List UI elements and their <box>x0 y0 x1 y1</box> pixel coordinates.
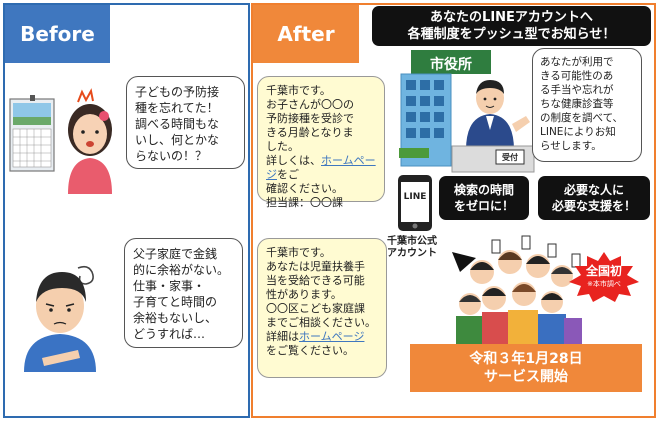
before-bubble-bottom: 父子家庭で金銭 的に余裕がない。 仕事・家事・ 子育てと時間の 余裕もないし、 … <box>124 238 243 348</box>
worried-girl-illustration <box>68 88 112 194</box>
reception-sign: 受付 <box>502 153 518 162</box>
troubled-father-illustration <box>24 265 96 372</box>
before-heading: Before <box>5 5 110 63</box>
message-2-text-end: をご覧ください。 <box>266 344 354 357</box>
line-message-child-allowance: 千葉市です。 あなたは児童扶養手 当を受給できる可能 性があります。 〇〇区こど… <box>257 238 387 378</box>
staff-bubble: あなたが利用で きる可能性のあ る手当や忘れが ちな健康診査等 の制度を調べて、… <box>532 48 642 162</box>
message-1-text-end: をご 確認ください。 担当課：〇〇課 <box>266 168 343 209</box>
homepage-link-2[interactable]: ホームページ <box>299 330 365 343</box>
service-start-label: サービス開始 <box>484 369 568 385</box>
crowd-with-phones-illustration <box>452 235 582 346</box>
headline-line-2: 各種制度をプッシュ型でお知らせ！ <box>407 27 616 42</box>
homepage-link-1[interactable]: ホームページ <box>266 154 376 181</box>
city-staff-illustration <box>451 80 535 173</box>
message-2-text: 千葉市です。 あなたは児童扶養手 当を受給できる可能 性があります。 〇〇区こど… <box>266 246 376 343</box>
support-needed-box: 必要な人に 必要な支援を！ <box>538 176 650 220</box>
line-message-vaccination: 千葉市です。 お子さんが〇〇の 予防接種を受診で きる月齢となりま した。 詳し… <box>257 76 385 209</box>
city-hall-building-illustration <box>399 50 491 167</box>
line-app-label: LINE <box>403 192 427 202</box>
city-hall-sign: 市役所 <box>430 57 472 73</box>
calendar-icon <box>9 95 55 172</box>
after-heading: After <box>253 5 359 63</box>
service-start-box: 令和３年1月28日 サービス開始 <box>410 344 642 392</box>
message-1-text: 千葉市です。 お子さんが〇〇の 予防接種を受診で きる月齢となりま した。 詳し… <box>266 84 354 167</box>
nationwide-first-badge <box>569 252 639 302</box>
service-start-date: 令和３年1月28日 <box>469 351 583 367</box>
headline-banner: あなたのLINEアカウントへ 各種制度をプッシュ型でお知らせ！ <box>372 6 651 46</box>
headline-line-1: あなたのLINEアカウントへ <box>430 10 593 25</box>
nationwide-first-label: 全国初 <box>585 264 622 278</box>
city-survey-note: ※本市調べ <box>587 280 621 288</box>
smartphone-icon <box>398 175 432 231</box>
chiba-official-account-label: 千葉市公式 アカウント <box>387 236 437 259</box>
before-bubble-top: 子どもの予防接 種を忘れてた！ 調べる時間もな いし、何とかな らないの！？ <box>126 76 245 169</box>
zero-search-time-box: 検索の時間 をゼロに！ <box>439 176 529 220</box>
